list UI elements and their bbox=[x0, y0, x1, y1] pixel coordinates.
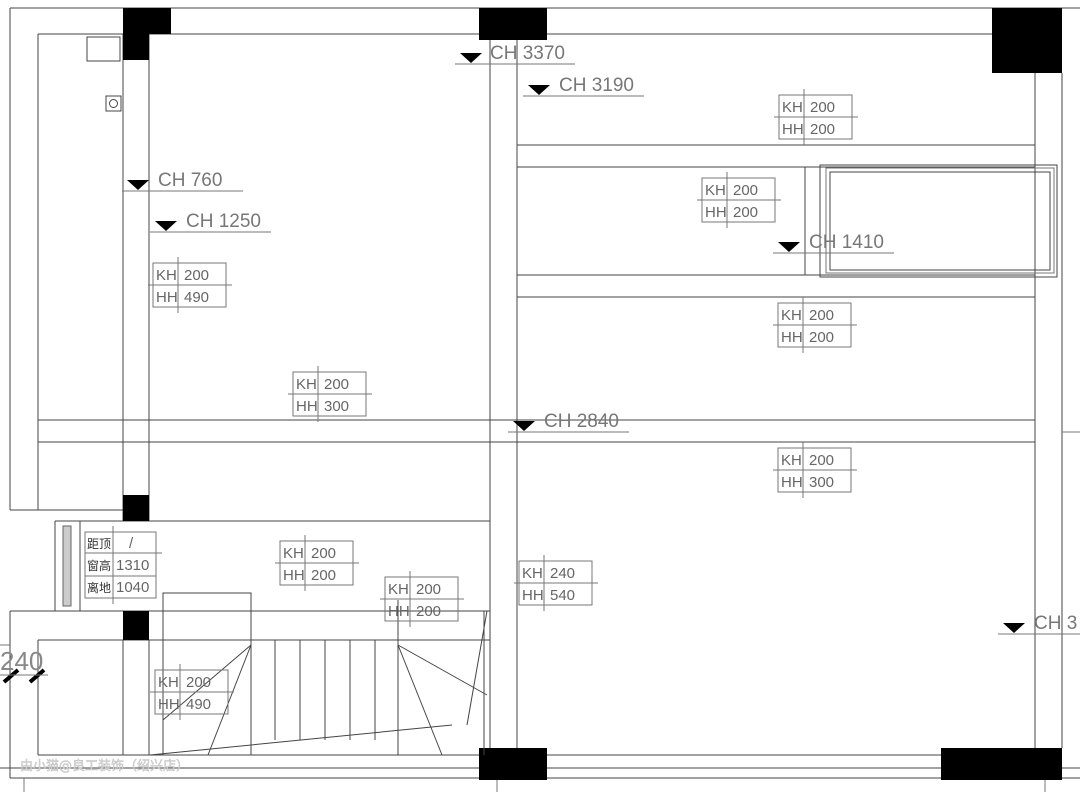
tag-value-kh: 240 bbox=[550, 565, 575, 582]
ceiling-height-mark: CH 2840 bbox=[508, 411, 629, 433]
tag-value-kh: 200 bbox=[809, 452, 834, 469]
tag-value-kh: 200 bbox=[184, 267, 209, 284]
level-triangle-icon bbox=[460, 53, 482, 63]
ceiling-height-label: CH 1250 bbox=[186, 211, 261, 232]
tag-key-hh: HH bbox=[283, 567, 305, 584]
dimension: 240 bbox=[0, 646, 48, 684]
ceiling-height-mark: CH 1410 bbox=[773, 232, 894, 254]
window-label-height: 窗高 bbox=[87, 558, 111, 573]
tag-key-hh: HH bbox=[782, 121, 804, 138]
tag-key-hh: HH bbox=[781, 474, 803, 491]
ceiling-height-label: CH 3370 bbox=[490, 43, 565, 64]
ceiling-height-label: CH 760 bbox=[158, 170, 222, 191]
level-triangle-icon bbox=[127, 180, 149, 190]
tag-value-kh: 200 bbox=[810, 99, 835, 116]
fixtures bbox=[86, 36, 1058, 278]
tag-value-kh: 200 bbox=[416, 581, 441, 598]
tag-value-kh: 200 bbox=[809, 307, 834, 324]
tag-value-hh: 540 bbox=[550, 587, 575, 604]
ceiling-height-label: CH 2840 bbox=[544, 411, 619, 432]
tag-key-kh: KH bbox=[781, 452, 802, 469]
level-triangle-icon bbox=[1003, 623, 1025, 633]
tag-key-kh: KH bbox=[158, 674, 179, 691]
tag-value-hh: 300 bbox=[324, 398, 349, 415]
ceiling-height-mark: CH 3370 bbox=[455, 43, 575, 65]
ceiling-height-label: CH 1410 bbox=[809, 232, 884, 253]
level-triangle-icon bbox=[155, 221, 177, 231]
tag-value-hh: 300 bbox=[809, 474, 834, 491]
window-left bbox=[62, 525, 72, 607]
tag-key-kh: KH bbox=[156, 267, 177, 284]
ceiling-height-mark: CH 3190 bbox=[523, 75, 644, 97]
tag-key-hh: HH bbox=[705, 204, 727, 221]
tag-key-kh: KH bbox=[283, 545, 304, 562]
window-label-floor: 离地 bbox=[87, 580, 111, 595]
tag-key-kh: KH bbox=[781, 307, 802, 324]
columns bbox=[123, 8, 1062, 780]
tag-value-hh: 200 bbox=[311, 567, 336, 584]
tag-value-hh: 490 bbox=[184, 289, 209, 306]
ceiling-height-label: CH 3 bbox=[1034, 613, 1077, 634]
tag-key-hh: HH bbox=[781, 329, 803, 346]
tag-key-kh: KH bbox=[296, 376, 317, 393]
dimension-text: 240 bbox=[0, 646, 43, 676]
level-triangle-icon bbox=[513, 421, 535, 431]
tag-key-kh: KH bbox=[522, 565, 543, 582]
tag-key-hh: HH bbox=[156, 289, 178, 306]
window-value-top: / bbox=[129, 535, 134, 552]
ceiling-height-mark: CH 3 bbox=[998, 613, 1080, 635]
tag-key-hh: HH bbox=[296, 398, 318, 415]
tag-value-hh: 200 bbox=[416, 603, 441, 620]
ceiling-height-mark: CH 760 bbox=[122, 170, 243, 192]
tag-value-kh: 200 bbox=[186, 674, 211, 691]
window-label-top: 距顶 bbox=[87, 537, 111, 551]
window-value-floor: 1040 bbox=[116, 579, 149, 596]
tag-value-hh: 200 bbox=[810, 121, 835, 138]
ceiling-height-marks: CH 3370 CH 3190 CH 760 CH 1250 CH 1410 CH 284… bbox=[122, 43, 1080, 635]
level-triangle-icon bbox=[528, 85, 550, 95]
ceiling-height-mark: CH 1250 bbox=[150, 211, 271, 233]
window-table: 距顶 / 窗高 1310 离地 1040 bbox=[84, 526, 162, 604]
ceiling-height-label: CH 3190 bbox=[559, 75, 634, 96]
tag-value-hh: 200 bbox=[809, 329, 834, 346]
tag-key-hh: HH bbox=[158, 696, 180, 713]
tag-key-kh: KH bbox=[782, 99, 803, 116]
tag-key-hh: HH bbox=[388, 603, 410, 620]
tag-value-kh: 200 bbox=[324, 376, 349, 393]
window-value-height: 1310 bbox=[116, 557, 149, 574]
tag-value-hh: 200 bbox=[733, 204, 758, 221]
tag-value-kh: 200 bbox=[311, 545, 336, 562]
staircase bbox=[149, 592, 490, 756]
tag-value-hh: 490 bbox=[186, 696, 211, 713]
watermark: 由小猫@良工装饰（绍兴店） bbox=[20, 758, 189, 774]
tag-key-kh: KH bbox=[705, 182, 726, 199]
tag-key-kh: KH bbox=[388, 581, 409, 598]
level-triangle-icon bbox=[778, 242, 800, 252]
tag-key-hh: HH bbox=[522, 587, 544, 604]
tag-value-kh: 200 bbox=[733, 182, 758, 199]
